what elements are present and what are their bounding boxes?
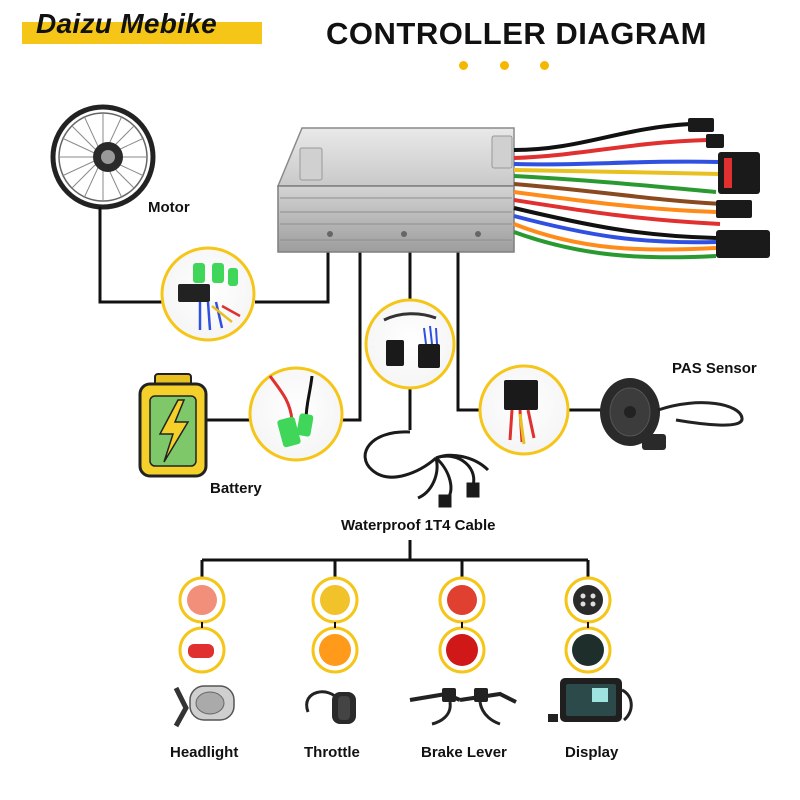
headlight-label: Headlight: [170, 744, 239, 761]
motor-wheel-icon: [50, 104, 156, 218]
headlight-connector-zooms: [178, 576, 226, 674]
title-dot: [500, 61, 509, 70]
display-connector-zooms: [564, 576, 612, 674]
connection-lines: [98, 218, 604, 578]
display-icon: [548, 678, 633, 722]
pas-sensor-label: PAS Sensor: [672, 360, 757, 377]
title-dot: [540, 61, 549, 70]
battery-controller-wire: [340, 252, 362, 422]
controller-box: [276, 127, 515, 253]
battery-connector-zoom: [248, 366, 344, 462]
cable-connector-zoom: [364, 298, 456, 390]
throttle-label: Throttle: [304, 744, 360, 761]
brake-connector-zooms: [438, 576, 486, 674]
motor-label: Motor: [148, 199, 190, 216]
motor-connector-zoom: [160, 246, 256, 342]
battery-icon: [138, 373, 208, 478]
brake-lever-icon: [409, 688, 517, 726]
cable-label: Waterproof 1T4 Cable: [341, 517, 496, 534]
battery-label: Battery: [210, 480, 262, 497]
display-label: Display: [565, 744, 619, 761]
wire-harness: [513, 122, 723, 260]
brand-logo-text: Daizu Mebike: [36, 8, 217, 39]
motor-wire: [98, 218, 162, 304]
pas-sensor-icon: [600, 378, 744, 450]
title-dot: [459, 61, 468, 70]
throttle-connector-zooms: [311, 576, 359, 674]
headlight-icon: [173, 685, 235, 728]
motor-controller-wire: [255, 250, 330, 304]
throttle-icon: [305, 690, 356, 724]
brand-highlight-bar: [22, 22, 262, 44]
pas-connector-zoom: [478, 364, 570, 456]
harness-connectors: [688, 118, 770, 258]
pas-controller-wire: [456, 252, 480, 412]
brake-lever-label: Brake Lever: [421, 744, 507, 761]
waterproof-cable-icon: [363, 430, 490, 508]
page-title: CONTROLLER DIAGRAM: [326, 16, 707, 51]
